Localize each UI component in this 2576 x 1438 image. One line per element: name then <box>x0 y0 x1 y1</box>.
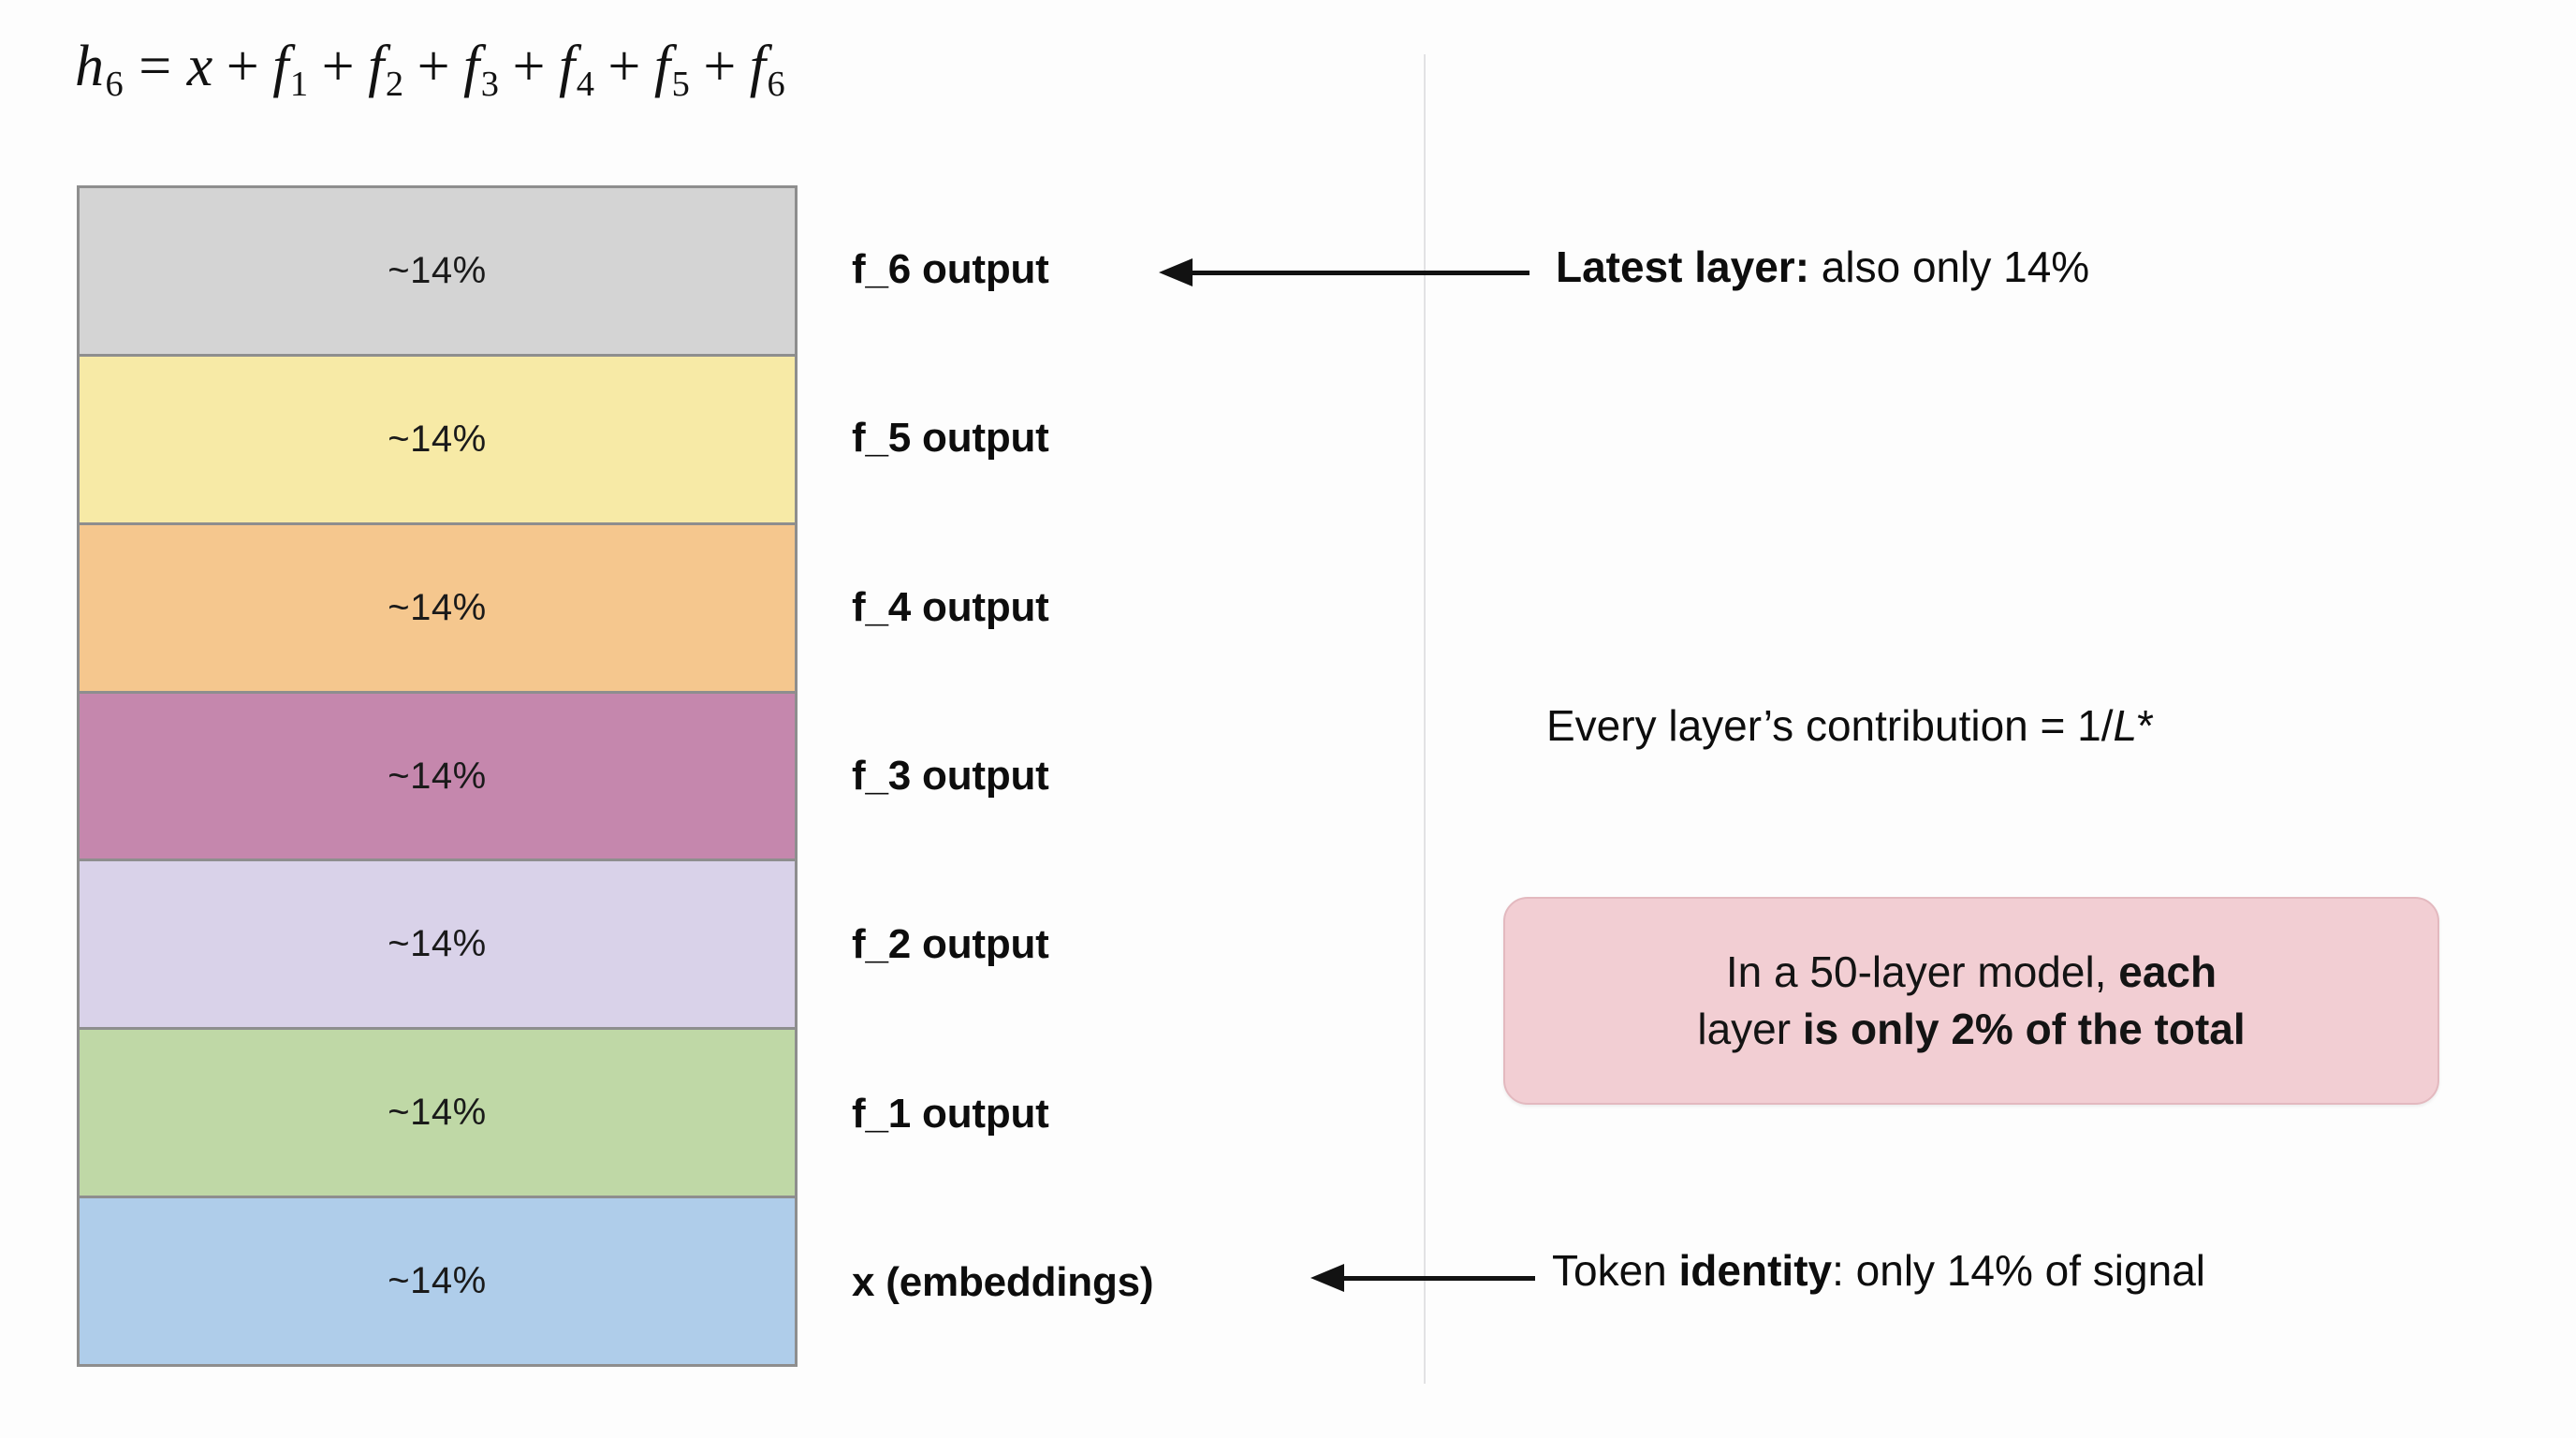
stack-band-f1: ~14% <box>80 1030 795 1199</box>
arrow-left-icon-token-identity <box>1310 1264 1535 1292</box>
band-label-f6: f_6 output <box>852 246 1049 293</box>
equation-term-f4: f <box>558 35 576 98</box>
band-label-row-embeddings: x (embeddings) <box>852 1198 1339 1367</box>
band-label-f1: f_1 output <box>852 1090 1049 1137</box>
stack-band-f2: ~14% <box>80 861 795 1031</box>
band-percent-label: ~14% <box>388 418 487 460</box>
stack-band-f4: ~14% <box>80 524 795 694</box>
annotation-token-prefix: Token <box>1552 1246 1679 1295</box>
callout-line2-prefix: layer <box>1697 1005 1803 1053</box>
equation-term-f1: f <box>272 35 289 98</box>
stack-band-embeddings: ~14% <box>80 1198 795 1365</box>
callout-box-50-layer: In a 50-layer model, each layer is only 2… <box>1503 897 2439 1105</box>
callout-line1-prefix: In a 50-layer model, <box>1725 946 2119 996</box>
band-label-f5: f_5 output <box>852 415 1049 462</box>
band-percent-label: ~14% <box>388 586 487 628</box>
band-label-f2: f_2 output <box>852 921 1049 968</box>
equation-equals: = <box>139 35 172 98</box>
stack-band-f6: ~14% <box>80 188 795 357</box>
equation-lhs-var: h <box>75 35 105 98</box>
stack-band-f5: ~14% <box>80 356 795 525</box>
callout-line1-bold: each <box>2118 946 2217 996</box>
band-label-row-f6: f_6 output <box>852 185 1339 354</box>
band-label-row-f1: f_1 output <box>852 1029 1339 1197</box>
equation-lhs-subscript: 6 <box>105 64 124 104</box>
annotation-token-rest: : only 14% of signal <box>1832 1246 2205 1295</box>
equation-term-f2: f <box>368 35 385 98</box>
equation-h6: h6=x+f1+f2+f3+f4+f5+f6 <box>75 34 785 105</box>
equation-plus-2: + <box>321 35 356 98</box>
equation-plus-1: + <box>226 35 260 98</box>
equation-sub-f1: 1 <box>289 64 309 104</box>
equation-term-f3: f <box>463 35 480 98</box>
band-label-row-f3: f_3 output <box>852 692 1339 860</box>
arrow-shaft <box>1187 271 1530 275</box>
callout-text: In a 50-layer model, each layer is only 2… <box>1671 944 2271 1058</box>
band-label-f3: f_3 output <box>852 752 1049 799</box>
band-label-embeddings: x (embeddings) <box>852 1258 1154 1305</box>
stack-band-labels: f_6 output f_5 output f_4 output f_3 out… <box>852 185 1339 1367</box>
annotation-token-bold: identity <box>1678 1246 1833 1295</box>
arrow-shaft <box>1339 1276 1535 1281</box>
callout-line2-bold: is only 2% of the total <box>1802 1005 2246 1053</box>
band-percent-label: ~14% <box>388 249 487 291</box>
equation-term-f5: f <box>653 35 671 98</box>
annotation-contribution: Every layer’s contribution = 1/L* <box>1546 700 2154 751</box>
band-percent-label: ~14% <box>388 1092 487 1134</box>
annotation-token-identity: Token identity: only 14% of signal <box>1552 1245 2205 1296</box>
annotation-latest-layer-rest: also only 14% <box>1809 242 2090 291</box>
equation-plus-3: + <box>417 35 451 98</box>
annotation-contribution-prefix: Every layer’s contribution = 1/ <box>1546 701 2114 750</box>
equation-sub-f2: 2 <box>385 64 404 104</box>
annotation-latest-layer: Latest layer: also only 14% <box>1556 242 2089 292</box>
equation-sub-f6: 6 <box>767 64 786 104</box>
equation-term-f6: f <box>749 35 767 98</box>
band-label-row-f5: f_5 output <box>852 354 1339 522</box>
equation-term-x: x <box>186 35 213 98</box>
contribution-stack-chart: ~14% ~14% ~14% ~14% ~14% ~14% ~14% <box>77 185 798 1367</box>
arrow-left-icon-latest-layer <box>1159 258 1530 286</box>
equation-sub-f5: 5 <box>671 64 691 104</box>
equation-sub-f3: 3 <box>480 64 500 104</box>
equation-plus-4: + <box>512 35 546 98</box>
band-percent-label: ~14% <box>388 755 487 797</box>
equation-sub-f4: 4 <box>576 64 595 104</box>
band-percent-label: ~14% <box>388 923 487 965</box>
equation-plus-6: + <box>703 35 737 98</box>
band-label-row-f4: f_4 output <box>852 523 1339 692</box>
band-label-f4: f_4 output <box>852 583 1049 630</box>
stack-band-f3: ~14% <box>80 693 795 862</box>
annotation-latest-layer-bold: Latest layer: <box>1556 242 1810 291</box>
annotation-contribution-var: L <box>2113 701 2138 750</box>
band-percent-label: ~14% <box>388 1260 487 1302</box>
band-label-row-f2: f_2 output <box>852 860 1339 1029</box>
vertical-divider <box>1424 54 1426 1384</box>
annotation-contribution-suffix: * <box>2137 701 2155 750</box>
equation-plus-5: + <box>607 35 641 98</box>
